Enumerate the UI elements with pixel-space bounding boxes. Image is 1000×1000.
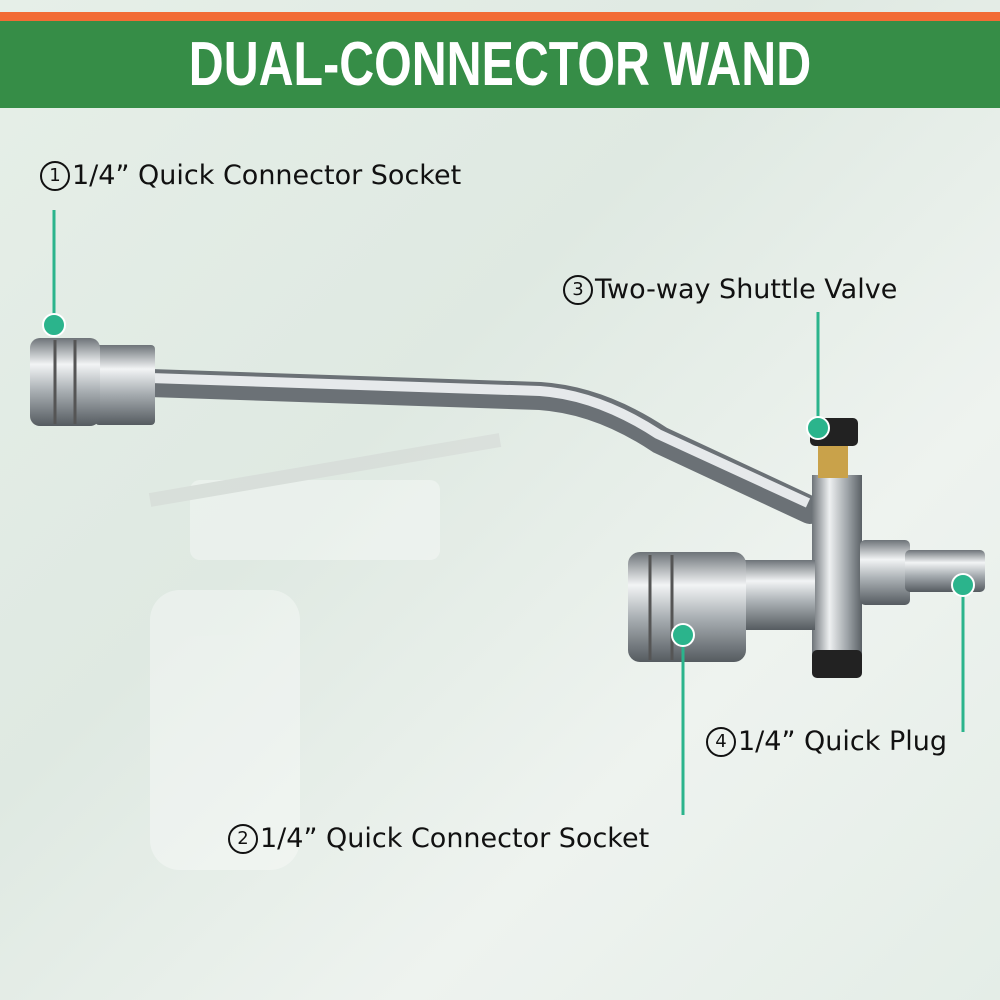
callout-dot-3 <box>806 416 830 440</box>
callout-number: 2 <box>228 824 258 854</box>
callout-dot-4 <box>951 573 975 597</box>
callout-dot-1 <box>42 313 66 337</box>
callout-lines <box>52 210 965 815</box>
callout-text: Two-way Shuttle Valve <box>595 274 898 305</box>
top-stripe <box>0 12 1000 21</box>
callout-number: 4 <box>706 727 736 757</box>
background-foam-cannon <box>148 433 502 870</box>
valve-body <box>812 475 862 655</box>
banner-title: DUAL-CONNECTOR WAND <box>188 30 812 99</box>
callout-number: 3 <box>563 275 593 305</box>
callout-text: 1/4” Quick Connector Socket <box>72 160 462 191</box>
callout-text: 1/4” Quick Plug <box>738 726 947 757</box>
quick-plug <box>860 540 910 605</box>
socket-1 <box>95 345 155 425</box>
socket-2 <box>740 560 815 630</box>
callout-text: 1/4” Quick Connector Socket <box>260 823 650 854</box>
title-banner: DUAL-CONNECTOR WAND <box>0 21 1000 108</box>
callout-dot-2 <box>671 623 695 647</box>
callout-number: 1 <box>40 161 70 191</box>
